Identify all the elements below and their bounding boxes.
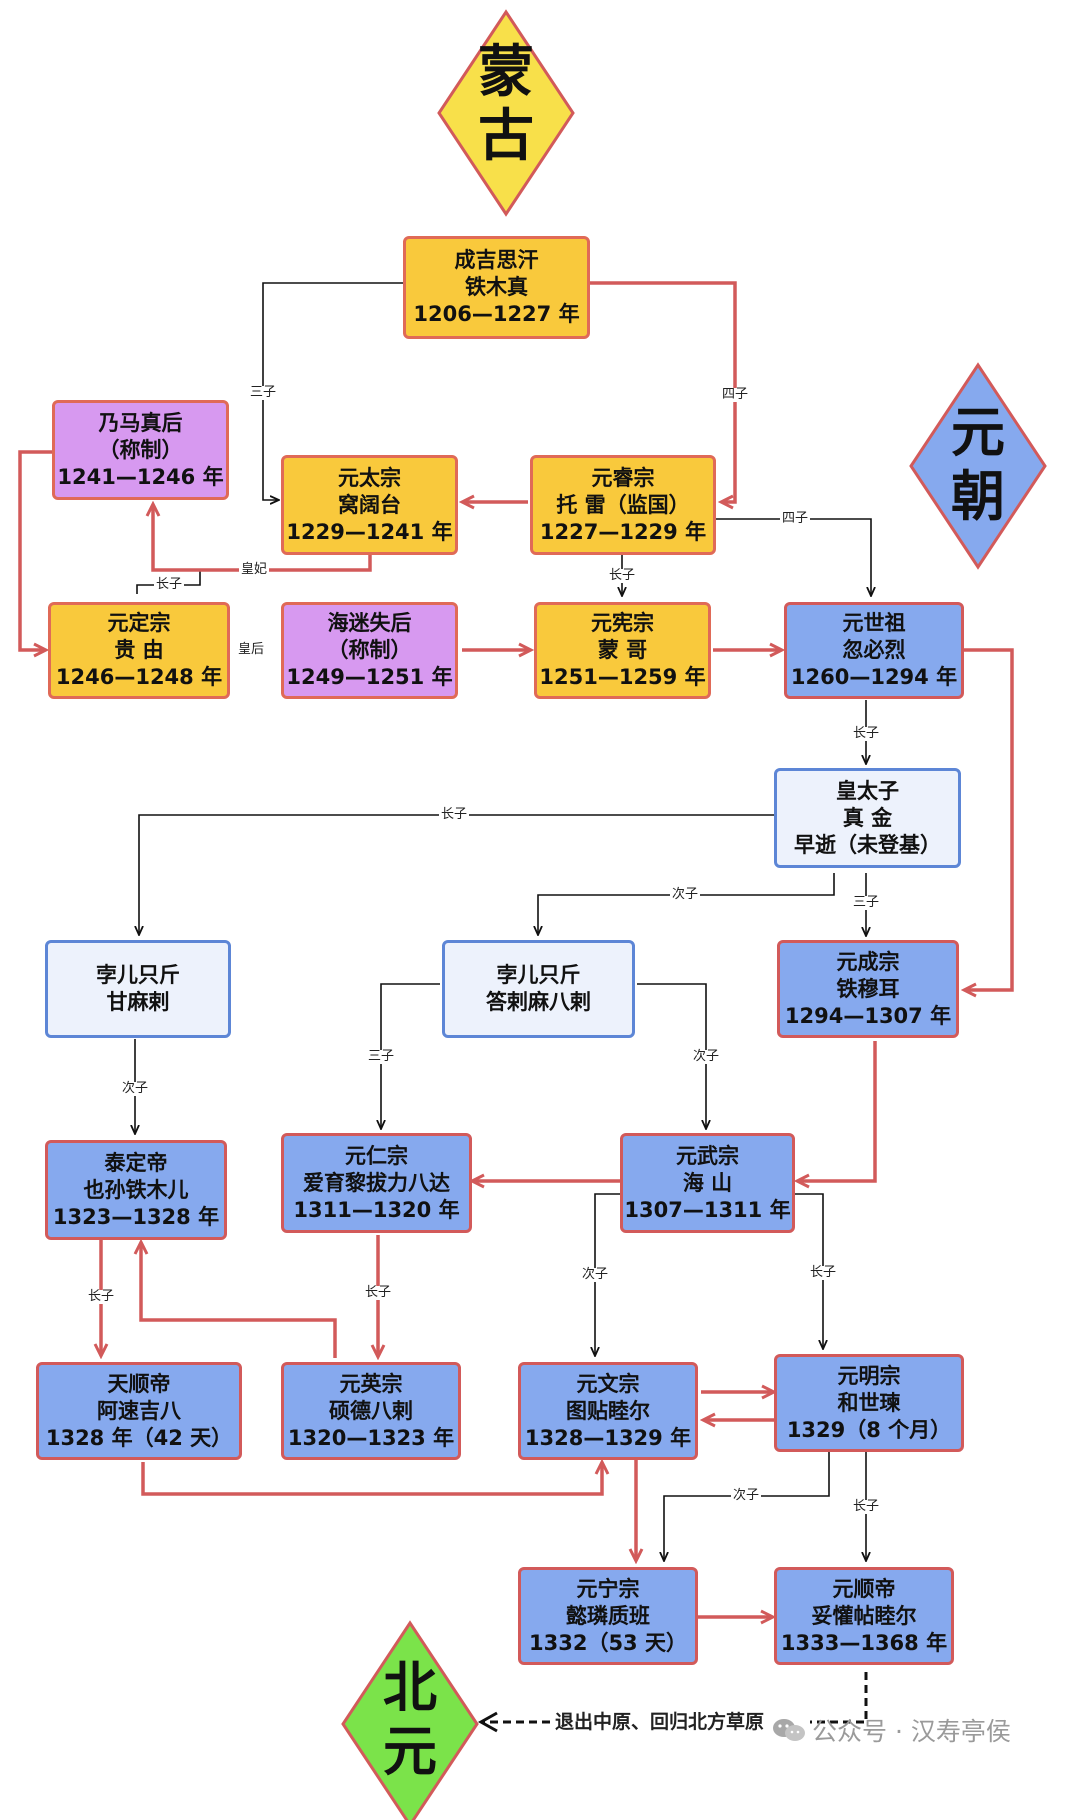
- arrow-yingzong-taiding: [141, 1243, 337, 1358]
- mongol-label: 蒙古: [478, 39, 534, 169]
- label-cizi: 次子: [119, 1081, 151, 1096]
- label-cizi: 次子: [579, 1267, 611, 1282]
- label-sizi: 四子: [779, 511, 811, 526]
- label-cizi: 次子: [730, 1488, 762, 1503]
- node-naima: 乃马真后（称制）1241—1246 年: [52, 400, 229, 500]
- label-zhangzi: 长子: [85, 1289, 117, 1304]
- label-cizi: 次子: [690, 1049, 722, 1064]
- wechat-icon: [772, 1718, 806, 1742]
- line-zhenjin-ganmala: [139, 814, 774, 934]
- label-zhangzi: 长子: [362, 1285, 394, 1300]
- label-huanghou: 皇后: [235, 642, 267, 657]
- label-sizi: 四子: [719, 387, 751, 402]
- watermark-text: 公众号 · 汉寿亭侯: [812, 1717, 1011, 1746]
- yuan-diamond: [909, 362, 1047, 570]
- node-dalama: 孛儿只斤答剌麻八剌: [442, 940, 635, 1038]
- line-mingzong-ningzong: [664, 1452, 830, 1560]
- node-zhenjin: 皇太子真 金早逝（未登基）: [774, 768, 961, 868]
- line-wuzong-mingzong: [795, 1193, 823, 1348]
- line-wuzong-wenzong: [595, 1193, 620, 1355]
- mongol-diamond: [437, 9, 575, 217]
- node-haimi: 海迷失后（称制）1249—1251 年: [281, 602, 458, 699]
- beiyuan-label: 北元: [383, 1655, 437, 1783]
- label-zhangzi: 长子: [438, 807, 470, 822]
- label-sanzi: 三子: [850, 895, 882, 910]
- label-zhangzi: 长子: [153, 577, 185, 592]
- label-sanzi: 三子: [247, 385, 279, 400]
- label-zhangzi: 长子: [606, 568, 638, 583]
- yuan-label: 元朝: [951, 400, 1005, 528]
- node-ganmala: 孛儿只斤甘麻剌: [45, 940, 231, 1038]
- node-ruizong: 元睿宗托 雷（监国）1227—1229 年: [530, 455, 716, 555]
- arrow-chengzong-wuzong: [798, 1041, 877, 1181]
- exit-arrowhead: [477, 1711, 498, 1733]
- exit-note: 退出中原、回归北方草原: [555, 1711, 765, 1733]
- label-cizi: 次子: [669, 887, 701, 902]
- label-zhangzi: 长子: [807, 1265, 839, 1280]
- line-dalama-wuzong: [637, 983, 706, 1128]
- lineage-lines: [135, 282, 871, 1560]
- line-zhenjin-dalama: [538, 873, 835, 934]
- line-dalama-renzong: [381, 983, 440, 1128]
- exit-arrow: [484, 1672, 868, 1724]
- label-zhangzi: 长子: [850, 1499, 882, 1514]
- beiyuan-diamond: [341, 1620, 479, 1820]
- label-zhangzi: 长子: [850, 726, 882, 741]
- arrow-tianshun-wenzong: [141, 1462, 602, 1496]
- label-sanzi: 三子: [365, 1049, 397, 1064]
- arrow-naima-dingzong: [18, 450, 52, 650]
- label-huangfei: 皇妃: [238, 562, 270, 577]
- arrow-shizu-chengzong: [963, 648, 1014, 990]
- watermark: 公众号 · 汉寿亭侯: [772, 1712, 1011, 1748]
- line-ruizong-shizu: [712, 518, 871, 595]
